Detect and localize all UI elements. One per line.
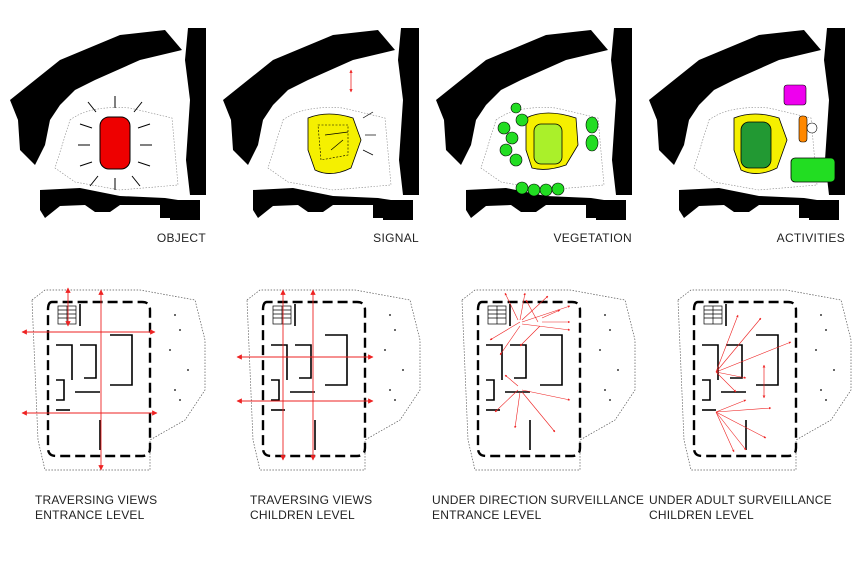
label-signal: SIGNAL [373,231,419,245]
plan-traversing-children [236,288,422,472]
activities-magenta-area [783,84,807,106]
plan-direction-surveillance [460,288,637,472]
activities-dark-area [740,121,772,169]
activities-green-area [790,157,836,183]
plan-traversing-entrance [21,287,207,472]
plan-adult-surveillance [676,288,853,472]
label-vegetation: VEGETATION [553,231,632,245]
vegetation-light-area [533,123,563,165]
label-object: OBJECT [156,231,206,245]
diagram-signal [222,27,420,221]
diagram-activities [648,27,846,221]
diagram-vegetation [435,27,633,221]
signal-shape [307,113,362,174]
object-shape [99,116,131,170]
label-activities: ACTIVITIES [776,231,845,245]
activities-orange-area [798,115,808,143]
diagram-object [9,27,207,221]
